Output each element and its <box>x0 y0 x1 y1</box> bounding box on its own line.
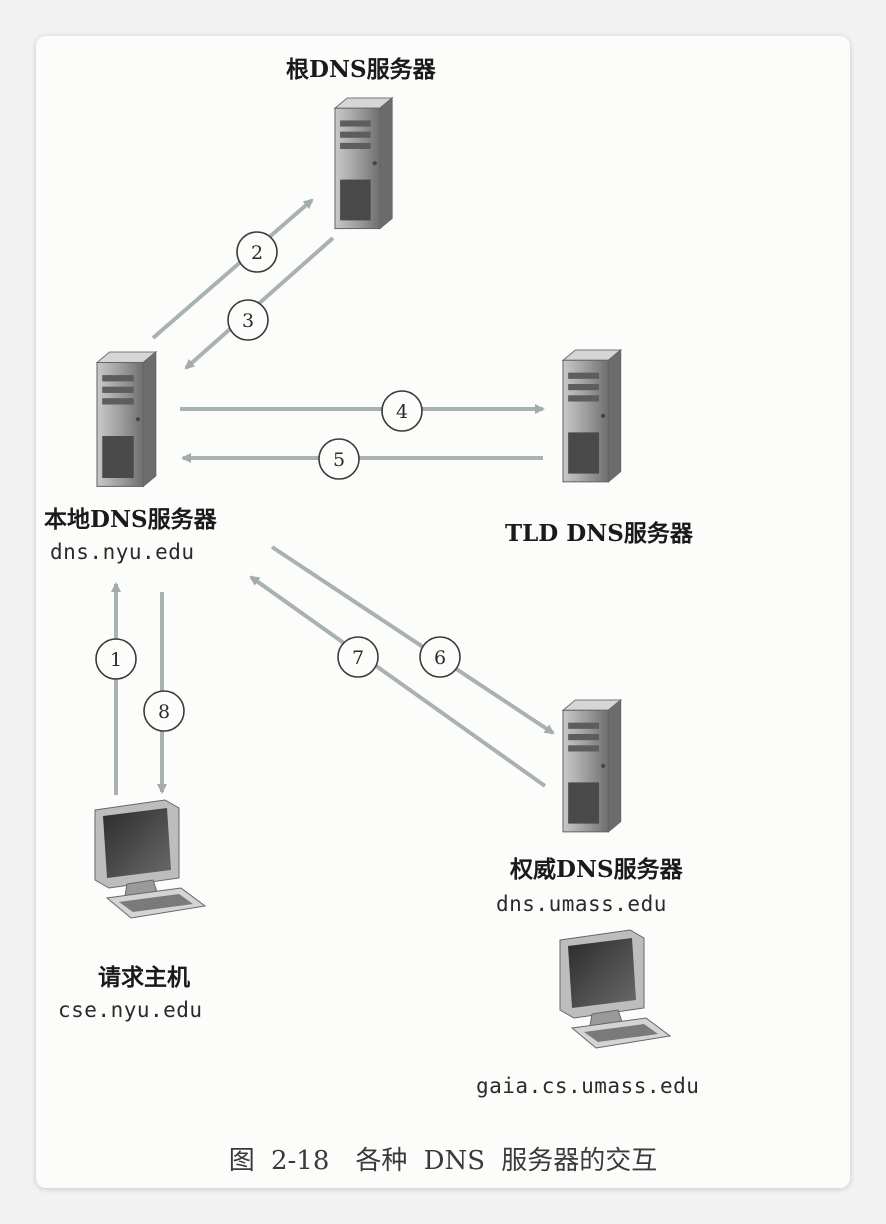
tld-server-icon <box>562 349 622 483</box>
arrow-step-7 <box>249 575 547 788</box>
step-circle-5 <box>318 438 360 480</box>
step-circle-3 <box>227 299 269 341</box>
step-circle-8 <box>143 690 185 732</box>
figure-card <box>36 36 850 1188</box>
local-server-icon <box>96 351 157 487</box>
step-label-2: 2 <box>251 242 263 264</box>
root-server-icon <box>334 97 393 230</box>
auth-server-label: 权威DNS服务器 <box>510 856 683 883</box>
step-circle-1 <box>95 638 137 680</box>
step-label-7: 7 <box>352 647 364 669</box>
step-circle-2 <box>236 231 278 273</box>
arrow-step-6 <box>270 545 555 735</box>
step-circle-6 <box>419 636 461 678</box>
step-label-1: 1 <box>110 649 122 671</box>
target-host-name: gaia.cs.umass.edu <box>476 1074 700 1098</box>
target-computer-icon <box>559 929 671 1049</box>
figure-caption: 图 2-18 各种 DNS 服务器的交互 <box>228 1146 658 1176</box>
local-server-label: 本地DNS服务器 <box>44 506 217 533</box>
step-label-4: 4 <box>396 401 408 423</box>
auth-server-icon <box>562 699 622 833</box>
requester-host-label: 请求主机 <box>98 964 190 991</box>
requester-computer-icon <box>94 799 206 919</box>
root-server-label: 根DNS服务器 <box>286 56 436 83</box>
step-label-6: 6 <box>434 647 446 669</box>
auth-server-host: dns.umass.edu <box>496 892 667 916</box>
step-label-3: 3 <box>242 310 254 332</box>
requester-host-name: cse.nyu.edu <box>58 998 203 1022</box>
step-circle-4 <box>381 390 423 432</box>
arrow-step-2 <box>151 198 314 340</box>
local-server-host: dns.nyu.edu <box>50 540 195 564</box>
step-label-5: 5 <box>333 449 345 471</box>
tld-server-label: TLD DNS服务器 <box>505 520 693 547</box>
step-label-8: 8 <box>158 701 170 723</box>
step-circle-7 <box>337 636 379 678</box>
